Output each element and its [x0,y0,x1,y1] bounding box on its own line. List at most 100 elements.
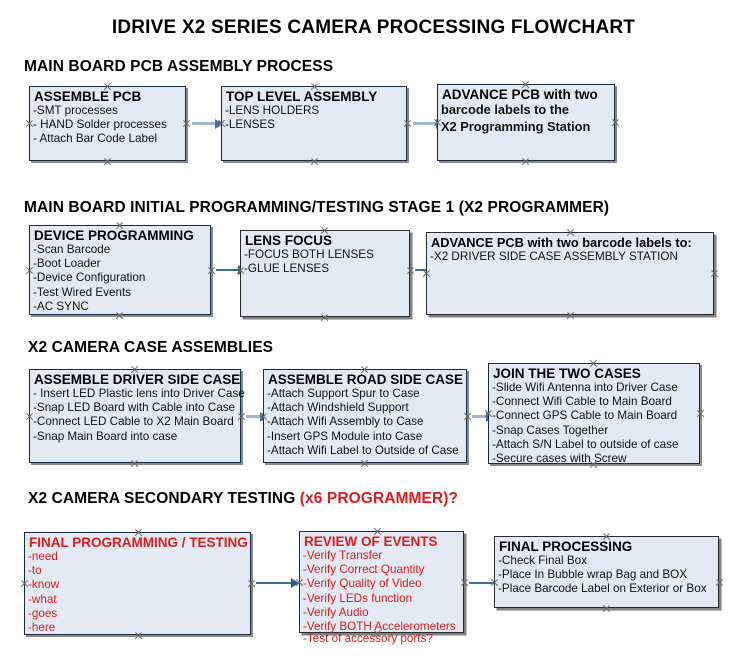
flow-box-title: LENS FOCUS [245,233,333,248]
list-item: -Attach Windshield Support [267,401,409,415]
list-item: -FOCUS BOTH LENSES [244,248,374,261]
connector-arrow [246,411,268,422]
list-item: -what [28,592,57,606]
list-item: -Secure cases with Screw [492,452,627,466]
page-title: IDRIVE X2 SERIES CAMERA PROCESSING FLOWC… [111,17,636,38]
list-item: -Attach Wifi Assembly to Case [267,415,424,429]
flow-box-items: -Attach Support Spur to Case -Attach Win… [264,387,466,458]
flow-box-title: REVIEW OF EVENTS [304,534,438,549]
flow-box-lens-focus[interactable]: LENS FOCUS -FOCUS BOTH LENSES -GLUE LENS… [240,230,410,317]
list-item: -Boot Loader [33,257,101,271]
section-heading-accent: (x6 PROGRAMMER)? [299,490,459,507]
flow-box-title: DEVICE PROGRAMMING [34,228,194,243]
flow-box-items: -X2 DRIVER SIDE CASE ASSEMBLY STATION [427,250,713,264]
list-item: -Device Configuration [33,271,146,285]
flow-box-assemble-driver-side-case[interactable]: ASSEMBLE DRIVER SIDE CASE - Insert LED P… [29,369,245,463]
list-item: -AC SYNC [33,299,89,313]
flow-box-title: ADVANCE PCB with two barcode labels to: [431,235,692,250]
section-heading-text: MAIN BOARD PCB ASSEMBLY PROCESS [24,58,334,75]
flow-box-review-of-events[interactable]: REVIEW OF EVENTS -Verify Transfer -Verif… [299,531,464,645]
flow-box-items: -FOCUS BOTH LENSES -GLUE LENSES [241,248,409,276]
connector-arrow [413,118,444,129]
list-item: -Snap Cases Together [492,423,609,437]
list-item-overflow: -Test of accessory ports? [303,632,433,645]
flow-box-assemble-pcb[interactable]: ASSEMBLE PCB -SMT processes - HAND Solde… [29,86,186,161]
section-heading-main-board-pcb-assembly: MAIN BOARD PCB ASSEMBLY PROCESS [24,58,333,76]
arrow-head-icon [291,577,299,588]
flow-box-items: -Slide Wifi Antenna into Driver Case -Co… [489,381,699,466]
flow-box-title: ASSEMBLE ROAD SIDE CASE [268,372,464,387]
list-item: -to [28,564,42,578]
list-item: -Verify LEDs function [303,591,413,605]
list-item: barcode labels to the [441,102,570,117]
section-heading-text: X2 CAMERA SECONDARY TESTING [28,490,300,507]
flow-box-title: ASSEMBLE PCB [34,89,142,104]
flow-box-device-programming[interactable]: DEVICE PROGRAMMING -Scan Barcode -Boot L… [29,225,211,315]
connector-arrow [256,577,299,588]
flow-box-items: - Insert LED Plastic lens into Driver Ca… [30,387,245,444]
flow-box-title: FINAL PROCESSING [499,539,633,554]
flow-box-items: -SMT processes - HAND Solder processes -… [30,104,185,147]
flow-box-assemble-road-side-case[interactable]: ASSEMBLE ROAD SIDE CASE -Attach Support … [263,369,467,463]
list-item: -X2 DRIVER SIDE CASE ASSEMBLY STATION [430,250,678,263]
list-item: -Attach Support Spur to Case [267,387,420,400]
flow-box-title: TOP LEVEL ASSEMBLY [226,89,378,104]
section-heading-text: MAIN BOARD INITIAL PROGRAMMING/TESTING S… [24,199,610,216]
flow-box-items: -Scan Barcode -Boot Loader -Device Confi… [30,243,210,314]
flow-box-final-programming-testing[interactable]: FINAL PROGRAMMING / TESTING -need -to -k… [24,532,251,635]
connector-arrow [192,118,223,129]
list-item: -know [28,578,60,592]
list-item: -goes [28,606,58,620]
list-item: -Verify Quality of Video [303,577,422,591]
flow-box-advance-pcb-to-driver-side-case-station[interactable]: ADVANCE PCB with two barcode labels to: … [426,232,714,315]
list-item: -Scan Barcode [33,243,111,256]
flow-box-advance-pcb-to-x2-programming-station[interactable]: ADVANCE PCB with two barcode labels to t… [437,84,615,161]
list-item: X2 Programming Station [441,118,591,134]
list-item: - HAND Solder processes [33,118,167,132]
list-item: -Snap LED Board with Cable into Case [33,401,236,415]
list-item: -Test Wired Events [33,285,132,299]
list-item: -Connect GPS Cable to Main Board [492,409,678,423]
list-item: -Connect Wifi Cable to Main Board [492,395,672,409]
flow-box-title: ADVANCE PCB with two [442,87,598,102]
list-item: -Place Barcode Label on Exterior or Box [498,582,707,596]
list-item: -Place In Bubble wrap Bag and BOX [498,568,688,582]
list-item: -Snap Main Board into case [33,429,178,443]
flow-box-title: JOIN THE TWO CASES [493,366,641,381]
flow-box-title: FINAL PROGRAMMING / TESTING [29,535,248,550]
section-heading-main-board-initial-programming: MAIN BOARD INITIAL PROGRAMMING/TESTING S… [24,199,609,217]
list-item: -SMT processes [33,104,118,117]
section-heading-x2-camera-secondary-testing: X2 CAMERA SECONDARY TESTING (x6 PROGRAMM… [28,490,458,508]
list-item: - Insert LED Plastic lens into Driver Ca… [33,387,245,400]
list-item: -Insert GPS Module into Case [267,429,423,443]
list-item: -GLUE LENSES [244,262,330,276]
flow-box-top-level-assembly[interactable]: TOP LEVEL ASSEMBLY -LENS HOLDERS -LENSES [221,86,407,161]
list-item: -need [28,550,58,563]
list-item: -Verify Transfer [303,549,383,562]
list-item: -Attach Wifi Label to Outside of Case [267,443,459,457]
list-item: -here [28,621,56,635]
list-item: -Slide Wifi Antenna into Driver Case [492,381,678,394]
list-item: -Connect LED Cable to X2 Main Board [33,415,234,429]
section-heading-text: X2 CAMERA CASE ASSEMBLIES [28,339,274,356]
flow-box-items: -Verify Transfer -Verify Correct Quantit… [300,549,463,634]
connector-arrow [472,411,494,422]
flow-box-final-processing[interactable]: FINAL PROCESSING -Check Final Box -Place… [494,536,719,608]
connector-arrow [216,264,246,275]
list-item: -Verify Audio [303,605,369,619]
arrow-head-icon [215,118,223,129]
list-item: -Check Final Box [498,554,587,567]
list-item: - Attach Bar Code Label [33,132,158,146]
flow-box-items: -Check Final Box -Place In Bubble wrap B… [495,554,718,597]
flow-box-join-the-two-cases[interactable]: JOIN THE TWO CASES -Slide Wifi Antenna i… [488,363,700,466]
flow-box-items: barcode labels to the X2 Programming Sta… [438,102,614,135]
list-item: -Verify BOTH Accelerometers [303,620,456,634]
list-item: -Verify Correct Quantity [303,563,425,577]
flow-box-items: -LENS HOLDERS -LENSES [222,104,406,132]
flow-box-items: -need -to -know -what -goes -here [25,550,250,635]
section-heading-x2-camera-case-assemblies: X2 CAMERA CASE ASSEMBLIES [28,339,273,357]
list-item: -LENS HOLDERS [225,104,320,117]
list-item: -LENSES [225,118,276,132]
flow-box-title: ASSEMBLE DRIVER SIDE CASE [34,372,241,387]
